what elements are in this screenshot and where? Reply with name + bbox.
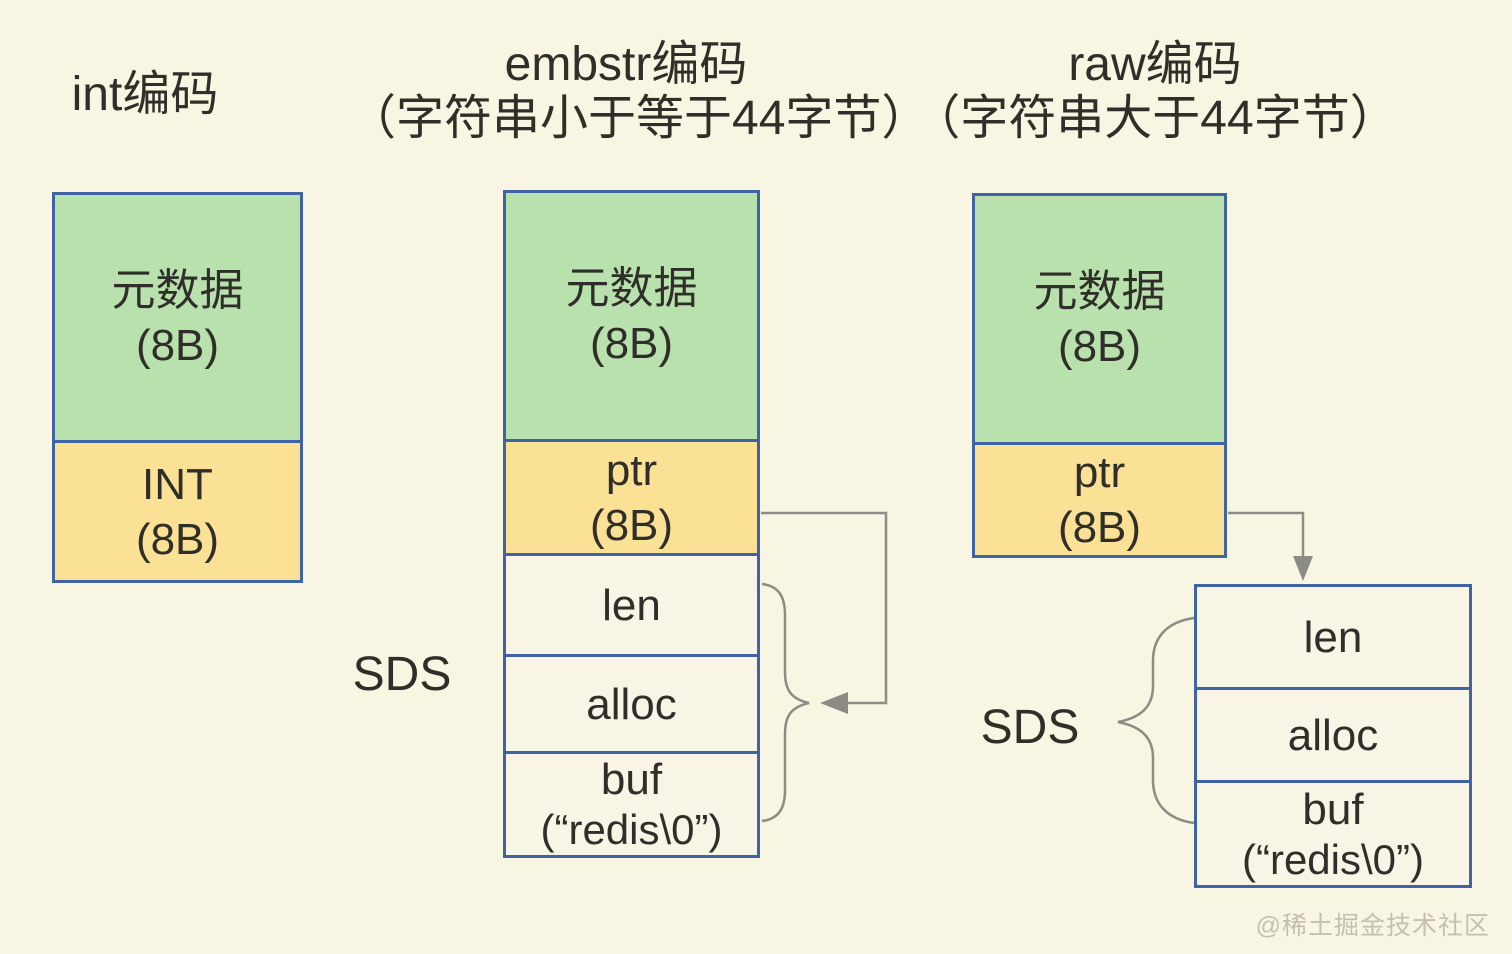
embstr-alloc-label: alloc <box>586 679 677 729</box>
embstr-ptr-size: (8B) <box>589 500 674 550</box>
embstr-encoding-title: embstr编码 （字符串小于等于44字节） <box>348 38 930 146</box>
embstr-ptr-cell: ptr (8B) <box>506 439 757 553</box>
embstr-buf-label: buf <box>600 755 663 805</box>
raw-alloc-label: alloc <box>1287 710 1379 760</box>
raw-ptr-cell: ptr (8B) <box>975 442 1224 555</box>
embstr-buf-cell: buf (“redis\0”) <box>506 751 757 855</box>
embstr-alloc-cell: alloc <box>506 654 757 751</box>
int-value-size: (8B) <box>135 514 220 564</box>
embstr-metadata-label: 元数据 <box>565 264 698 313</box>
raw-encoding-title: raw编码 （字符串大于44字节） <box>877 38 1433 146</box>
raw-buf-cell: buf (“redis\0”) <box>1197 780 1469 885</box>
embstr-buf-value: (“redis\0”) <box>540 806 723 854</box>
embstr-metadata-size: (8B) <box>589 319 674 368</box>
raw-alloc-cell: alloc <box>1197 687 1469 780</box>
int-encoding-box: 元数据 (8B) INT (8B) <box>52 192 303 583</box>
embstr-title-line1: embstr编码 <box>504 38 748 91</box>
int-metadata-size: (8B) <box>135 320 220 370</box>
int-value-label: INT <box>142 459 213 509</box>
int-encoding-title: int编码 <box>71 68 219 121</box>
raw-metadata-label: 元数据 <box>1033 267 1166 316</box>
embstr-encoding-box: 元数据 (8B) ptr (8B) len alloc buf (“redis\… <box>503 190 760 858</box>
raw-metadata-cell: 元数据 (8B) <box>975 196 1224 442</box>
raw-sds-brace <box>1117 616 1195 825</box>
raw-ptr-label: ptr <box>1073 448 1126 497</box>
int-metadata-label: 元数据 <box>111 265 244 315</box>
raw-metadata-size: (8B) <box>1057 322 1142 371</box>
raw-encoding-box: 元数据 (8B) ptr (8B) <box>972 193 1227 558</box>
embstr-metadata-cell: 元数据 (8B) <box>506 193 757 439</box>
raw-buf-label: buf <box>1302 784 1364 834</box>
raw-title-line1: raw编码 <box>1068 38 1242 91</box>
raw-buf-value: (“redis\0”) <box>1241 835 1424 883</box>
raw-ptr-arrowhead <box>1293 556 1313 581</box>
int-metadata-cell: 元数据 (8B) <box>55 195 300 440</box>
raw-ptr-arrow <box>1228 511 1305 556</box>
watermark: @稀土掘金技术社区 <box>1255 912 1490 940</box>
raw-len-cell: len <box>1197 587 1469 687</box>
embstr-len-label: len <box>602 580 661 630</box>
embstr-ptr-label: ptr <box>605 445 658 495</box>
embstr-len-cell: len <box>506 553 757 654</box>
raw-len-label: len <box>1303 612 1363 662</box>
embstr-sds-label: SDS <box>352 648 452 701</box>
raw-ptr-size: (8B) <box>1057 503 1142 552</box>
embstr-title-line2: （字符串小于等于44字节） <box>348 92 930 145</box>
raw-sds-box: len alloc buf (“redis\0”) <box>1194 584 1472 888</box>
raw-sds-label: SDS <box>980 701 1080 754</box>
embstr-ptr-arrowhead <box>820 692 848 714</box>
embstr-sds-brace <box>761 582 810 823</box>
embstr-ptr-arrow <box>761 511 888 705</box>
raw-title-line2: （字符串大于44字节） <box>912 92 1398 145</box>
int-value-cell: INT (8B) <box>55 440 300 580</box>
